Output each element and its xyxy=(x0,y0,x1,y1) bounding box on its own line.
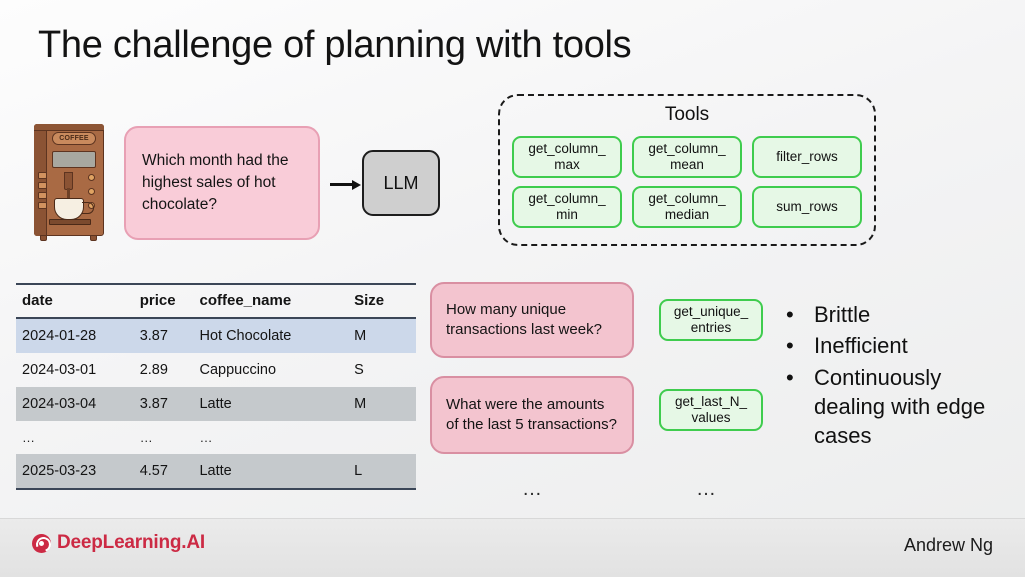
column-header-size: Size xyxy=(354,283,416,319)
brand-name: DeepLearning.AI xyxy=(57,532,205,553)
list-item: • Inefficient xyxy=(786,331,1016,360)
author-name: Andrew Ng xyxy=(903,535,993,555)
tool-chip[interactable]: get_last_N_ values xyxy=(659,389,763,431)
deeplearning-ai-logo: DeepLearning.AI xyxy=(32,532,205,554)
tool-chip[interactable]: sum_rows xyxy=(752,186,862,228)
table-row-ellipsis: … … … xyxy=(16,421,416,454)
tools-grid: get_column_ max get_column_ mean filter_… xyxy=(512,136,862,228)
bullet-marker-icon: • xyxy=(786,364,794,390)
cell-date: 2025-03-23 xyxy=(16,454,140,490)
machine-top xyxy=(34,124,104,131)
cell-price: 3.87 xyxy=(139,318,200,353)
list-item-label: Continuously dealing with edge cases xyxy=(814,364,986,449)
tools-panel: Tools get_column_ max get_column_ mean f… xyxy=(498,94,876,246)
cell-coffee-name: Cappuccino xyxy=(199,362,277,378)
tools-ellipsis: … xyxy=(696,478,718,500)
cell-coffee-name: … xyxy=(199,430,214,445)
machine-drip-tray xyxy=(49,219,91,225)
cell-date: 2024-01-28 xyxy=(16,318,140,353)
cell-price: … xyxy=(139,430,154,445)
tools-panel-title: Tools xyxy=(664,104,710,125)
example-question-box: What were the amounts of the last 5 tran… xyxy=(430,376,634,454)
user-question-text: Which month had the highest sales of hot… xyxy=(142,152,289,213)
bullet-marker-icon: • xyxy=(786,302,794,327)
cell-date: 2024-03-04 xyxy=(16,387,140,421)
slide-footer: DeepLearning.AI Andrew Ng xyxy=(0,519,1025,577)
table-row: 2024-03-01 2.89 Cappuccino S xyxy=(16,353,416,387)
drawbacks-list: • Brittle • Inefficient • Continuously d… xyxy=(786,300,1016,452)
cell-size: L xyxy=(354,454,416,490)
cell-date: 2024-03-01 xyxy=(22,362,97,378)
table-row: 2024-03-04 3.87 Latte M xyxy=(16,387,416,421)
cell-coffee-name: Latte xyxy=(199,454,355,490)
cell-size: M xyxy=(354,387,416,421)
column-header-date: date xyxy=(16,283,140,319)
list-item: • Continuously dealing with edge cases xyxy=(786,363,1016,451)
tool-chip[interactable]: filter_rows xyxy=(752,136,862,178)
user-question-box: Which month had the highest sales of hot… xyxy=(124,126,320,240)
llm-node: LLM xyxy=(362,150,440,216)
cup-handle xyxy=(82,202,94,214)
cell-date: … xyxy=(22,430,36,445)
arrow-right-icon xyxy=(330,180,362,190)
page-title: The challenge of planning with tools xyxy=(38,24,632,66)
column-header-coffee-name: coffee_name xyxy=(199,283,355,319)
column-header-price: price xyxy=(139,283,200,319)
cell-price: 4.57 xyxy=(139,454,200,490)
llm-label: LLM xyxy=(383,172,419,193)
tool-chip[interactable]: get_column_ min xyxy=(512,186,622,228)
list-item-label: Brittle xyxy=(814,302,871,327)
example-question-text: How many unique transactions last week? xyxy=(446,301,602,338)
spiral-logo-icon xyxy=(32,533,51,553)
machine-brand-label: COFFEE xyxy=(52,132,96,145)
table-header-row: date price coffee_name Size xyxy=(16,283,416,319)
data-table: date price coffee_name Size 2024-01-28 3… xyxy=(16,283,416,490)
cell-size xyxy=(354,421,416,454)
machine-pour-stream xyxy=(67,188,70,200)
coffee-cup-icon xyxy=(54,198,84,220)
cell-size: M xyxy=(354,318,416,353)
machine-square-buttons xyxy=(38,172,47,212)
tool-chip[interactable]: get_column_ median xyxy=(632,186,742,228)
tool-chip[interactable]: get_column_ mean xyxy=(632,136,742,178)
cell-coffee-name: Latte xyxy=(199,387,355,421)
table-row: 2024-01-28 3.87 Hot Chocolate M xyxy=(16,318,416,353)
tool-chip[interactable]: get_unique_ entries xyxy=(659,299,763,341)
cell-coffee-name: Hot Chocolate xyxy=(199,318,355,353)
footer-divider xyxy=(0,518,1025,520)
table-row: 2025-03-23 4.57 Latte L xyxy=(16,454,416,490)
cell-price: 2.89 xyxy=(139,362,168,378)
coffee-machine-icon: COFFEE xyxy=(24,120,110,244)
machine-display xyxy=(52,151,96,168)
cell-price: 3.87 xyxy=(139,387,200,421)
machine-leg-left xyxy=(40,235,47,241)
cell-size: S xyxy=(354,362,364,378)
tool-chip[interactable]: get_column_ max xyxy=(512,136,622,178)
list-item-label: Inefficient xyxy=(814,333,908,359)
list-item: • Brittle xyxy=(786,300,1016,329)
example-question-text: What were the amounts of the last 5 tran… xyxy=(446,396,617,433)
machine-leg-right xyxy=(90,235,97,241)
bullet-marker-icon: • xyxy=(786,333,794,359)
example-question-box: How many unique transactions last week? xyxy=(430,282,634,358)
questions-ellipsis: … xyxy=(522,478,544,500)
